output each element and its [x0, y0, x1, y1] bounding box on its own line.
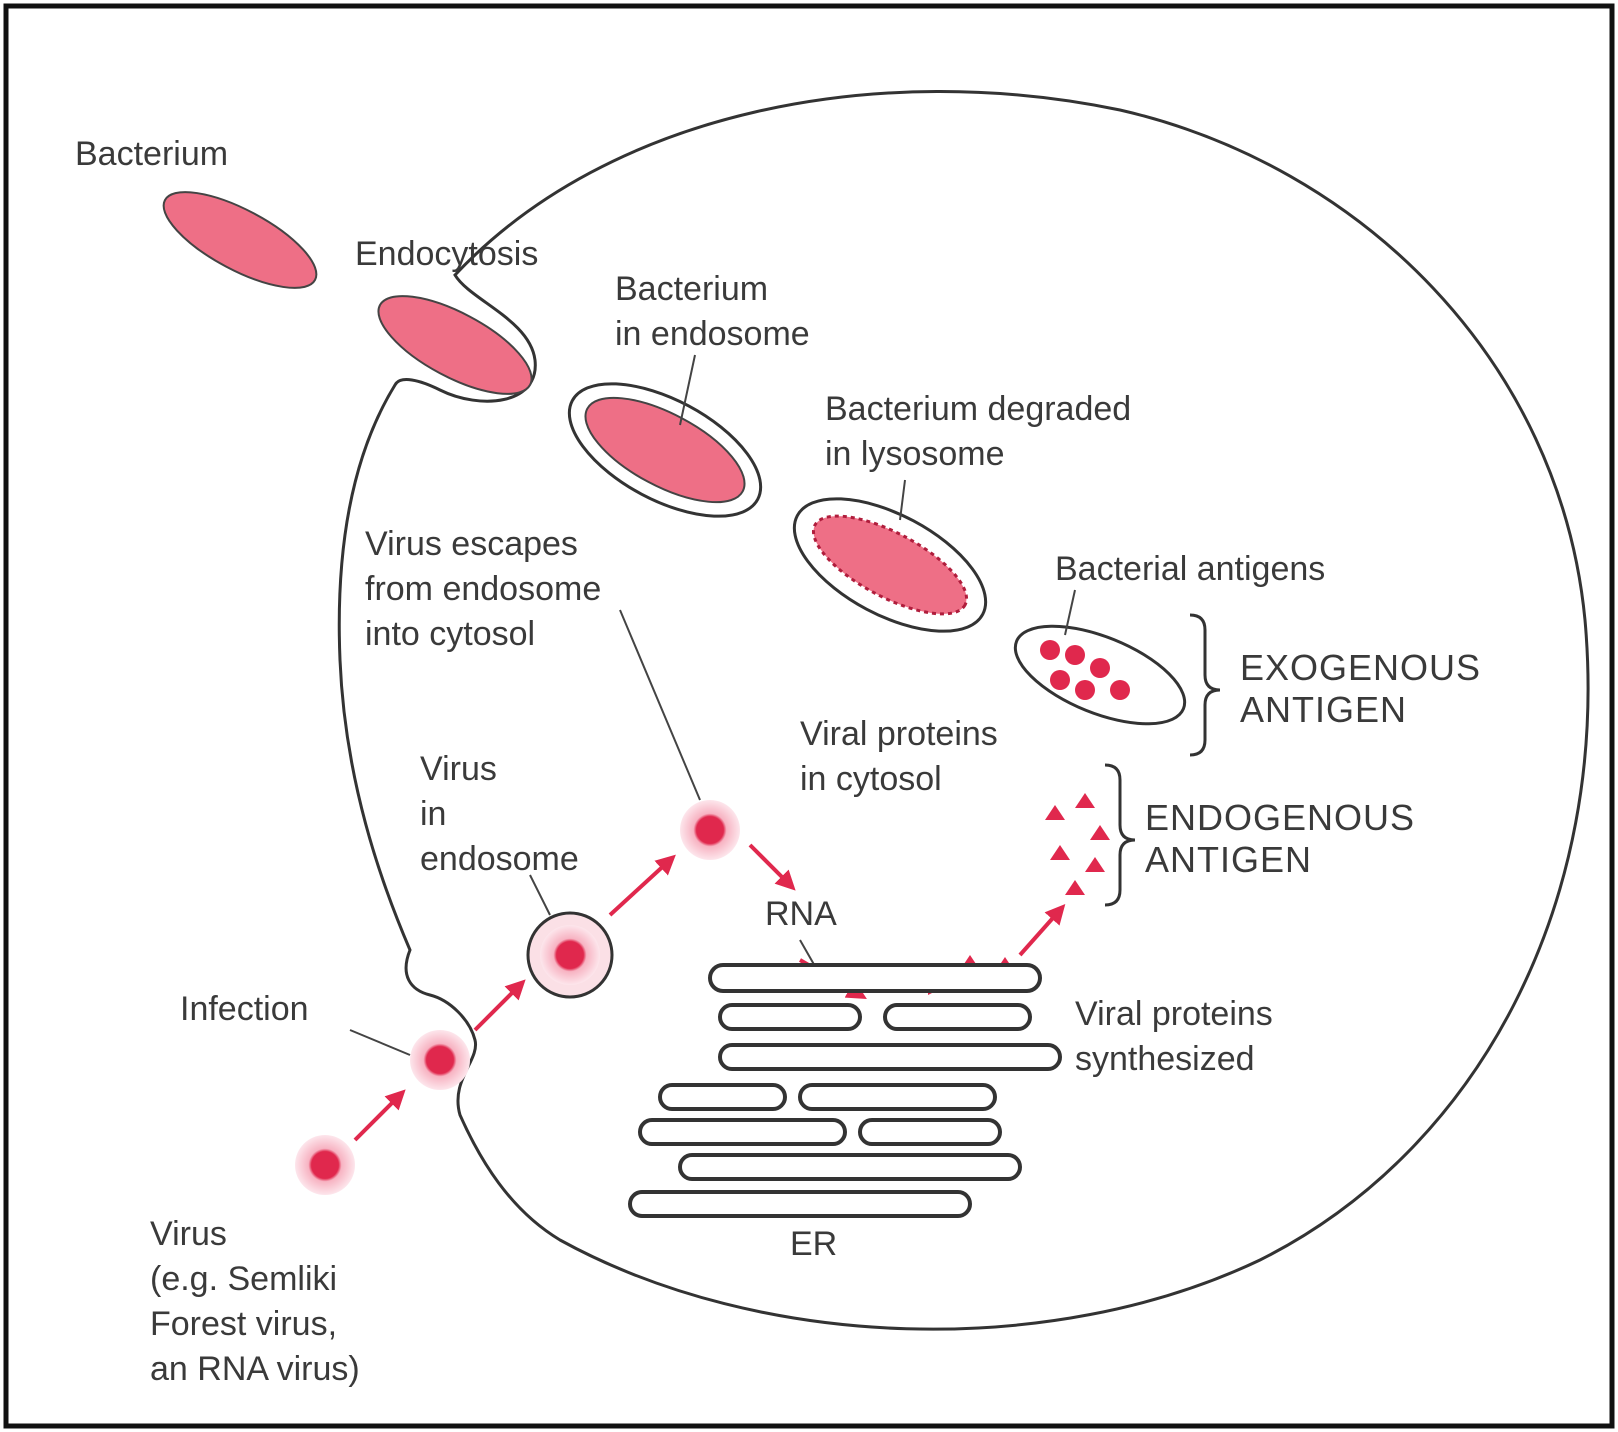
label-bacterial-antigens: Bacterial antigens	[1055, 550, 1325, 588]
bracket-endogenous	[1104, 763, 1136, 907]
bacterial-antigens-vesicle	[1013, 624, 1187, 726]
label-virus-escapes-1: Virus escapes	[365, 525, 578, 563]
label-endocytosis: Endocytosis	[355, 235, 538, 273]
leader-bacterial-antigens	[1064, 589, 1076, 636]
label-virus-escapes-3: into cytosol	[365, 615, 535, 653]
label-exogenous-2: ANTIGEN	[1240, 689, 1407, 730]
bacterium-endocytosis	[377, 295, 533, 395]
viral-protein-triangles	[960, 793, 1110, 972]
bacterium-lysosome	[792, 497, 988, 633]
bracket-exogenous	[1189, 613, 1221, 757]
label-bacterium: Bacterium	[75, 135, 228, 173]
label-virus-escapes-2: from endosome	[365, 570, 601, 608]
label-bacterium-in-endosome-1: Bacterium	[615, 270, 768, 308]
arrow-endosome-to-cytosol	[608, 854, 676, 917]
label-viral-proteins-cytosol-1: Viral proteins	[800, 715, 998, 753]
leader-bacterium-degraded	[899, 479, 906, 521]
label-virus-4: an RNA virus)	[150, 1350, 360, 1388]
leader-infection	[349, 1029, 411, 1056]
virus-infection	[410, 1030, 470, 1090]
cell-membrane	[337, 89, 1590, 1331]
label-virus-1: Virus	[150, 1215, 227, 1253]
label-endogenous-2: ANTIGEN	[1145, 839, 1312, 880]
leader-bacterium-in-endosome	[679, 354, 696, 426]
label-exogenous-1: EXOGENOUS	[1240, 647, 1481, 688]
label-bacterium-degraded-1: Bacterium degraded	[825, 390, 1131, 428]
figure-frame	[3, 3, 1615, 1429]
virus-outside	[295, 1135, 355, 1195]
arrow-virus-to-infection	[353, 1089, 406, 1142]
virus-in-cytosol	[680, 800, 740, 860]
label-virus-in-endosome-3: endosome	[420, 840, 579, 878]
leader-virus-in-endosome	[529, 874, 551, 916]
virus-in-endosome	[526, 911, 614, 999]
label-rna: RNA	[765, 895, 837, 933]
label-endogenous-1: ENDOGENOUS	[1145, 797, 1415, 838]
arrow-to-cytosol-proteins	[1018, 904, 1066, 957]
label-viral-proteins-synth-2: synthesized	[1075, 1040, 1255, 1078]
label-virus-in-endosome-2: in	[420, 795, 446, 833]
arrow-infection-to-endosome	[473, 979, 526, 1032]
arrow-cytosol-to-rna	[748, 843, 796, 891]
label-bacterium-degraded-2: in lysosome	[825, 435, 1005, 473]
label-virus-2: (e.g. Semliki	[150, 1260, 337, 1298]
leader-virus-escapes	[619, 609, 701, 801]
bacterium-outside	[162, 191, 318, 289]
label-infection: Infection	[180, 990, 309, 1028]
label-bacterium-in-endosome-2: in endosome	[615, 315, 810, 353]
bacterium-in-endosome	[567, 382, 763, 518]
label-viral-proteins-cytosol-2: in cytosol	[800, 760, 942, 798]
label-virus-3: Forest virus,	[150, 1305, 337, 1343]
endoplasmic-reticulum	[628, 963, 1062, 1218]
label-er: ER	[790, 1225, 837, 1263]
label-virus-in-endosome-1: Virus	[420, 750, 497, 788]
label-viral-proteins-synth-1: Viral proteins	[1075, 995, 1273, 1033]
